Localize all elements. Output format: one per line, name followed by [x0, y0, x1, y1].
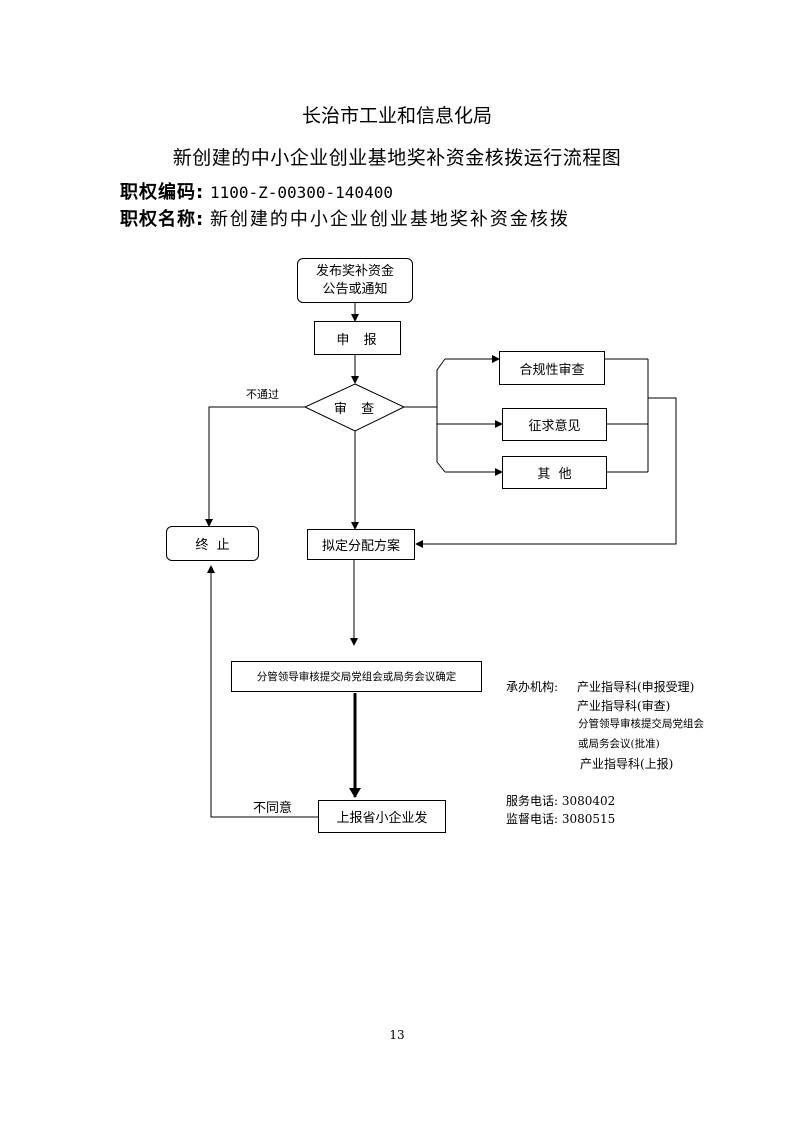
- dept-line-2: 产业指导科(审查): [577, 699, 671, 713]
- publish-notice-line2: 公告或通知: [322, 281, 388, 297]
- authority-code-row: 职权编码: 1100-Z-00300-140400: [120, 181, 393, 205]
- report-province-label: 上报省小企业发: [336, 811, 428, 826]
- solicit-opinions-box: 征求意见: [502, 408, 607, 441]
- arrow-review-to-terminate: [205, 406, 305, 527]
- dept-line-1: 产业指导科(申报受理): [577, 680, 695, 694]
- draft-plan-label: 拟定分配方案: [321, 539, 400, 554]
- supervise-phone-key: 监督电话:: [506, 812, 559, 826]
- leader-review-label: 分管领导审核提交局党组会或局务会议确定: [256, 671, 457, 683]
- service-phone-row: 服务电话: 3080402: [506, 791, 615, 811]
- draft-plan-box: 拟定分配方案: [307, 529, 415, 560]
- review-label: 审 查: [333, 402, 377, 417]
- terminate-label: 终 止: [195, 538, 230, 553]
- authority-name-value: 新创建的中小企业创业基地奖补资金核拨: [209, 209, 570, 230]
- page-number: 13: [389, 1028, 405, 1042]
- service-phone-value: 3080402: [561, 794, 616, 808]
- supervise-phone-row: 监督电话: 3080515: [506, 809, 615, 829]
- terminate-box: 终 止: [166, 526, 259, 561]
- leader-review-box: 分管领导审核提交局党组会或局务会议确定: [231, 661, 482, 692]
- report-province-box: 上报省小企业发: [318, 800, 446, 833]
- authority-name-key: 职权名称:: [120, 209, 205, 230]
- apply-box: 申 报: [314, 321, 401, 355]
- apply-label: 申 报: [336, 332, 379, 348]
- authority-code-key: 职权编码:: [120, 182, 205, 203]
- branch-bus: [436, 358, 446, 473]
- dept-line-3b: 或局务会议(批准): [578, 738, 660, 750]
- dept-line-4: 产业指导科(上报): [580, 757, 674, 771]
- organization-title: 长治市工业和信息化局: [301, 105, 492, 127]
- arrow-merge-to-plan: [415, 397, 677, 548]
- service-phone-key: 服务电话:: [506, 794, 559, 808]
- publish-notice-box: 发布奖补资金 公告或通知: [297, 258, 413, 303]
- dept-key: 承办机构:: [506, 680, 559, 694]
- dept-line-3a: 分管领导审核提交局党组会: [578, 718, 704, 730]
- authority-code-value: 1100-Z-00300-140400: [209, 183, 393, 202]
- supervise-phone-value: 3080515: [561, 812, 616, 826]
- flowchart-title: 新创建的中小企业创业基地奖补资金核拨运行流程图: [172, 147, 622, 169]
- other-box: 其 他: [502, 456, 607, 489]
- publish-notice-line1: 发布奖补资金: [315, 263, 394, 279]
- arrow-report-to-terminate: [207, 565, 318, 818]
- disagree-label: 不同意: [253, 801, 293, 816]
- compliance-review-box: 合规性审查: [499, 351, 605, 385]
- authority-name-row: 职权名称: 新创建的中小企业创业基地奖补资金核拨: [120, 208, 570, 232]
- other-label: 其 他: [537, 467, 572, 482]
- solicit-opinions-label: 征求意见: [528, 419, 581, 434]
- reject-label: 不通过: [246, 388, 279, 401]
- compliance-review-label: 合规性审查: [519, 362, 585, 378]
